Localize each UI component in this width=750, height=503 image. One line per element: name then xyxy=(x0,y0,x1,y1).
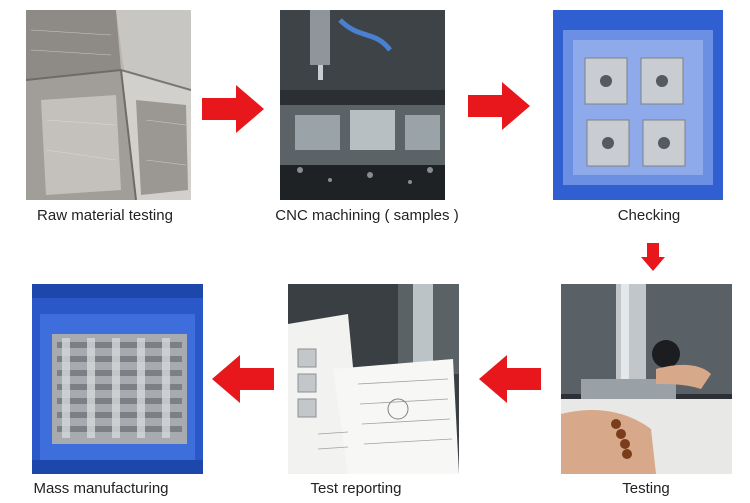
cnc-machining-photo xyxy=(280,10,445,200)
checking-photo xyxy=(553,10,723,200)
step-label: Test reporting xyxy=(311,480,402,497)
right-arrow-icon xyxy=(202,85,264,133)
left-arrow-icon xyxy=(212,355,274,403)
test-reporting-photo xyxy=(288,284,459,474)
left-arrow-icon xyxy=(479,355,541,403)
raw-material-photo xyxy=(26,10,191,200)
step-label: Checking xyxy=(618,207,681,224)
step-label: Mass manufacturing xyxy=(33,480,168,497)
right-arrow-icon xyxy=(468,82,530,130)
step-label: Testing xyxy=(622,480,670,497)
mass-manufacturing-photo xyxy=(32,284,203,474)
step-label: Raw material testing xyxy=(37,207,173,224)
step-label: CNC machining ( samples ) xyxy=(275,207,458,224)
down-arrow-icon xyxy=(641,243,665,271)
testing-photo xyxy=(561,284,732,474)
